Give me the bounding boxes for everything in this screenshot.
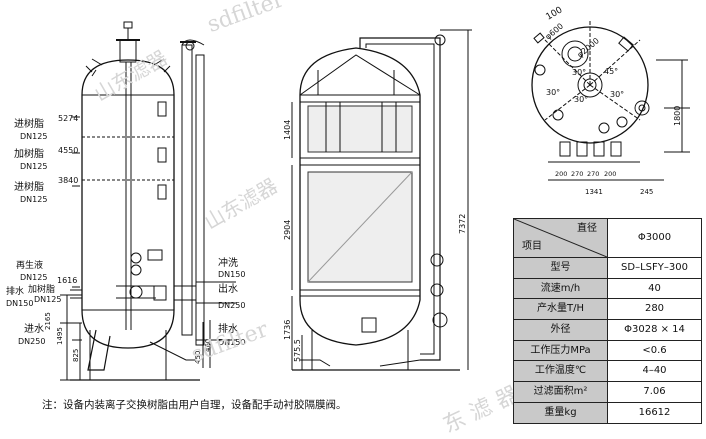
svg-text:30°: 30° xyxy=(610,90,624,99)
row-value: SD–LSFY–300 xyxy=(607,257,702,279)
row-value: 16612 xyxy=(607,401,702,424)
flush-label: 冲洗 xyxy=(218,256,238,269)
header-diameter: 直径 xyxy=(577,223,597,234)
row-value: 280 xyxy=(607,298,702,321)
drain-label: 排水 xyxy=(218,322,238,335)
svg-text:30°: 30° xyxy=(546,88,560,97)
middle-vessel-view xyxy=(291,29,472,371)
svg-text:DN125: DN125 xyxy=(20,273,47,282)
inlet-label: 进水 xyxy=(24,323,44,335)
svg-text:2904: 2904 xyxy=(283,220,292,240)
left-nozzle-labels: 进树脂 DN125 加树脂 DN125 进树脂 DN125 5274 4550 … xyxy=(6,114,245,364)
svg-text:DN125: DN125 xyxy=(20,195,47,204)
svg-text:DN125: DN125 xyxy=(20,162,47,171)
svg-text:200: 200 xyxy=(604,170,616,178)
elevation-5274: 5274 xyxy=(58,114,78,123)
svg-text:DN125: DN125 xyxy=(20,132,47,141)
svg-text:DN250: DN250 xyxy=(218,301,245,310)
svg-text:DN150: DN150 xyxy=(218,270,245,279)
regen-label: 再生液 xyxy=(16,259,43,271)
svg-text:30°: 30° xyxy=(574,95,588,104)
svg-text:DN250: DN250 xyxy=(18,337,45,346)
svg-text:1736: 1736 xyxy=(283,320,292,340)
row-value: 40 xyxy=(607,277,702,300)
row-label: 流速m/h xyxy=(513,277,608,300)
svg-text:100: 100 xyxy=(545,5,565,22)
footnote: 注：设备内装离子交换树脂由用户自理，设备配手动衬胶隔膜阀。 xyxy=(42,399,347,411)
header-item: 项目 xyxy=(522,241,542,252)
svg-text:DN125: DN125 xyxy=(34,295,61,304)
svg-text:2165: 2165 xyxy=(44,312,52,330)
row-label: 外径 xyxy=(513,319,608,341)
row-label: 型号 xyxy=(513,257,608,279)
svg-text:1404: 1404 xyxy=(283,120,292,140)
row-label: 工作压力MPa xyxy=(513,339,608,362)
row-value: Φ3028 × 14 xyxy=(607,319,702,341)
side-label-2: 加树脂 xyxy=(14,147,44,160)
svg-text:200: 200 xyxy=(555,170,567,178)
svg-text:825: 825 xyxy=(72,349,80,362)
svg-text:270: 270 xyxy=(587,170,599,178)
row-value: 4–40 xyxy=(607,360,702,383)
svg-text:575.5: 575.5 xyxy=(293,339,302,362)
side-label-3: 进树脂 xyxy=(14,180,44,193)
spec-table-header: 直径 项目 Φ3000 xyxy=(513,218,702,258)
elevation-3840: 3840 xyxy=(58,176,78,185)
svg-text:460: 460 xyxy=(204,339,212,352)
row-label: 工作温度℃ xyxy=(513,360,608,383)
svg-text:加树脂: 加树脂 xyxy=(28,283,55,295)
left-vessel-view xyxy=(60,21,236,381)
row-value: 7.06 xyxy=(607,381,702,403)
svg-text:DN150: DN150 xyxy=(6,299,33,308)
row-value: <0.6 xyxy=(607,339,702,362)
dim-1800: 1800 xyxy=(673,106,682,126)
table-row: 工作压力MPa<0.6 xyxy=(513,339,702,362)
top-plan-view xyxy=(531,20,690,181)
row-label: 产水量T/H xyxy=(513,298,608,321)
side-label-1: 进树脂 xyxy=(14,117,44,130)
elevation-1616: 1616 xyxy=(57,276,77,285)
svg-text:270: 270 xyxy=(571,170,583,178)
svg-text:7372: 7372 xyxy=(458,214,467,234)
svg-text:450: 450 xyxy=(194,351,202,364)
middle-dims: 1404 2904 1736 575.5 7372 xyxy=(283,120,467,362)
outlet-label: 出水 xyxy=(218,282,238,295)
svg-text:30°: 30° xyxy=(572,68,586,77)
row-label: 过滤面积m² xyxy=(513,381,608,403)
svg-text:1495: 1495 xyxy=(56,327,64,345)
elevation-4550: 4550 xyxy=(58,146,78,155)
svg-text:245: 245 xyxy=(640,188,653,196)
header-value: Φ3000 xyxy=(607,218,702,258)
svg-text:排水: 排水 xyxy=(6,285,24,297)
svg-text:45°: 45° xyxy=(604,67,618,76)
svg-text:DN150: DN150 xyxy=(218,338,245,347)
row-label: 重量kg xyxy=(513,401,608,424)
dim-1341: 1341 xyxy=(585,188,603,196)
spec-header-cell: 直径 项目 xyxy=(513,218,608,258)
